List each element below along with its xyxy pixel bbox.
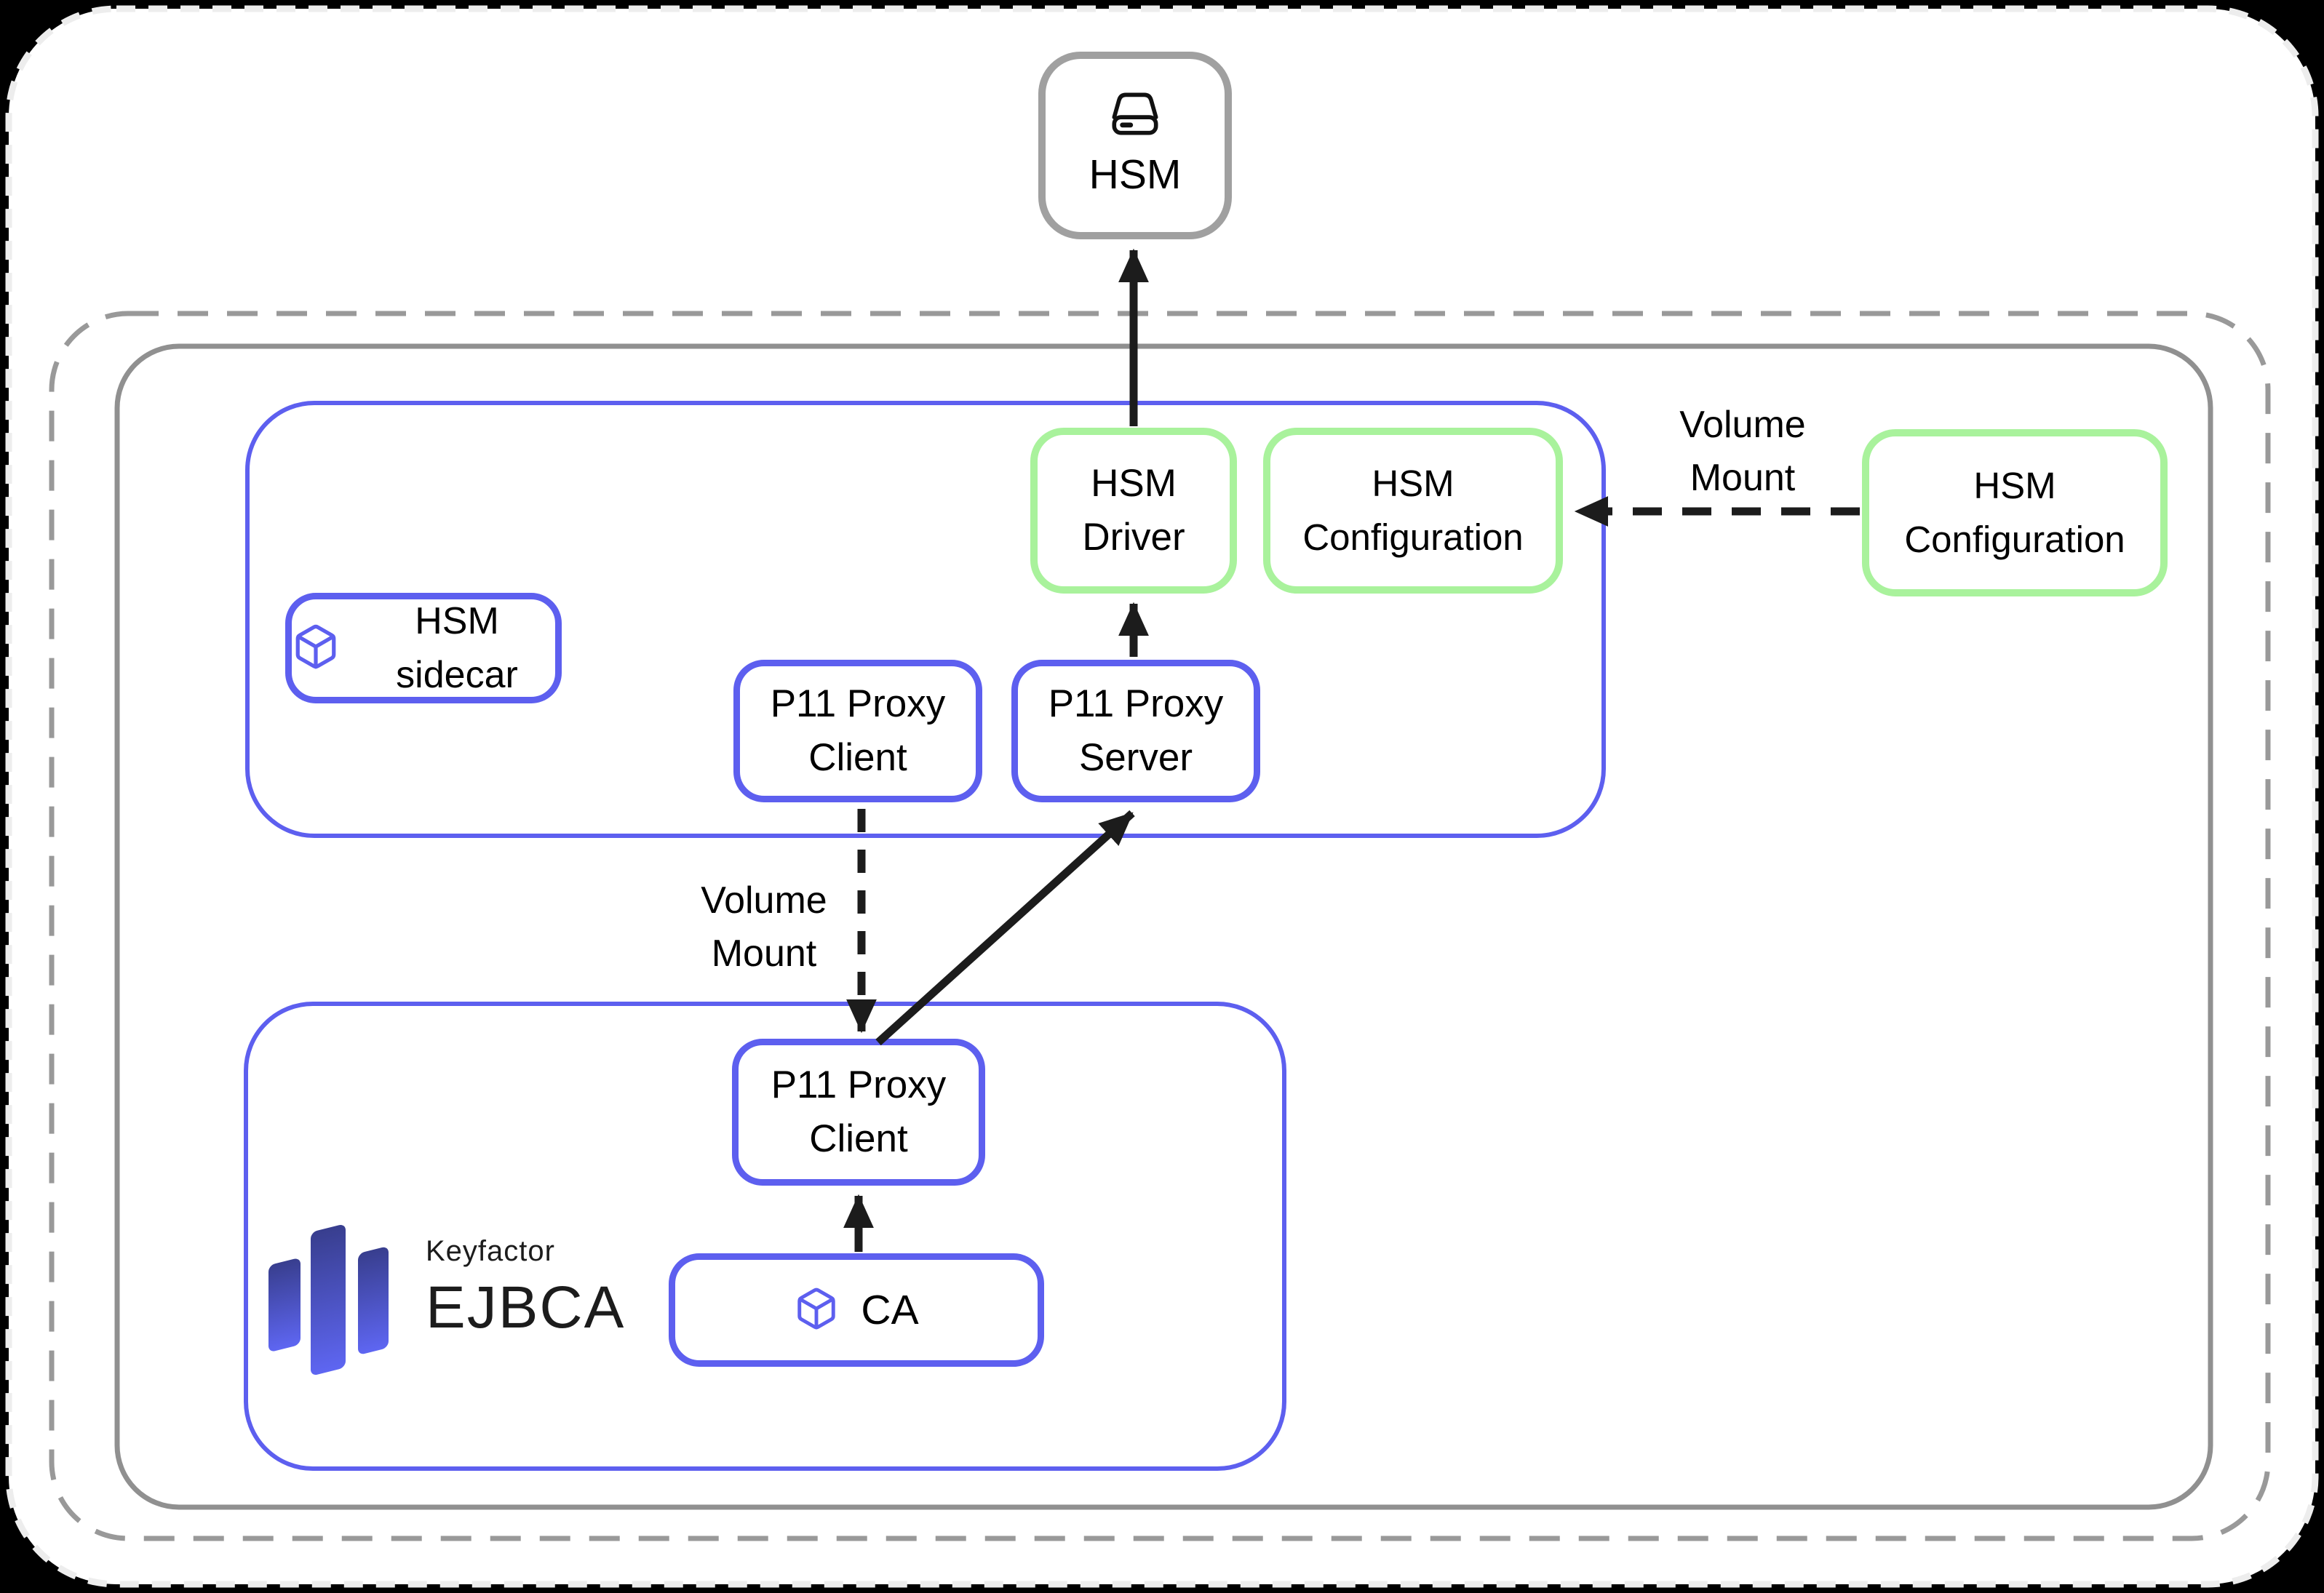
hsm-node: HSM bbox=[1038, 52, 1232, 239]
logo-bar-icon bbox=[311, 1223, 346, 1376]
hsm-configuration-external-line2: Configuration bbox=[1904, 519, 2125, 560]
hsm-configuration-inner-line1: HSM bbox=[1372, 463, 1455, 504]
logo-bar-icon bbox=[268, 1257, 301, 1353]
volume-left-line2: Mount bbox=[711, 933, 817, 975]
volume-mount-label-left: Volume Mount bbox=[673, 874, 855, 981]
p11-proxy-client-top-line2: Client bbox=[808, 736, 907, 779]
p11-proxy-client-top-line1: P11 Proxy bbox=[770, 682, 946, 725]
logo-bar-icon bbox=[358, 1245, 389, 1356]
volume-left-line1: Volume bbox=[701, 879, 827, 922]
volume-right-line2: Mount bbox=[1690, 457, 1796, 499]
hsm-driver-node: HSM Driver bbox=[1030, 428, 1237, 594]
logo-product: EJBCA bbox=[426, 1274, 626, 1341]
dashed-boundary bbox=[49, 311, 2271, 1541]
p11-proxy-client-bottom-line1: P11 Proxy bbox=[771, 1063, 947, 1106]
hsm-driver-line2: Driver bbox=[1082, 516, 1185, 559]
hsm-configuration-inner-node: HSM Configuration bbox=[1263, 428, 1563, 594]
hsm-sidecar-label: HSM sidecar bbox=[396, 600, 518, 696]
hsm-label: HSM bbox=[1089, 151, 1182, 198]
ca-node: CA bbox=[669, 1253, 1044, 1367]
p11-proxy-client-bottom-node: P11 Proxy Client bbox=[732, 1039, 985, 1186]
solid-boundary bbox=[114, 343, 2213, 1510]
ejbca-pod bbox=[244, 1002, 1286, 1471]
p11-proxy-client-top-node: P11 Proxy Client bbox=[733, 660, 982, 802]
logo-text: Keyfactor EJBCA bbox=[426, 1235, 625, 1342]
cube-icon bbox=[292, 620, 340, 676]
p11-proxy-client-bottom-line2: Client bbox=[809, 1117, 908, 1160]
hsm-configuration-external-line1: HSM bbox=[1973, 465, 2056, 506]
volume-mount-label-right: Volume Mount bbox=[1623, 399, 1863, 505]
p11-proxy-server-line1: P11 Proxy bbox=[1048, 682, 1224, 725]
p11-proxy-server-node: P11 Proxy Server bbox=[1011, 660, 1260, 802]
hsm-driver-line1: HSM bbox=[1091, 462, 1177, 505]
drive-icon bbox=[1105, 90, 1165, 140]
hsm-configuration-external-node: HSM Configuration bbox=[1862, 429, 2168, 596]
ca-label: CA bbox=[861, 1287, 919, 1333]
hsm-sidecar-title: HSM sidecar bbox=[285, 593, 562, 703]
logo-brand: Keyfactor bbox=[426, 1235, 555, 1267]
cube-icon bbox=[794, 1284, 839, 1337]
hsm-configuration-inner-line2: Configuration bbox=[1302, 516, 1524, 558]
volume-right-line1: Volume bbox=[1679, 404, 1806, 446]
keyfactor-ejbca-logo: Keyfactor EJBCA bbox=[268, 1216, 647, 1391]
p11-proxy-server-line2: Server bbox=[1078, 736, 1193, 779]
